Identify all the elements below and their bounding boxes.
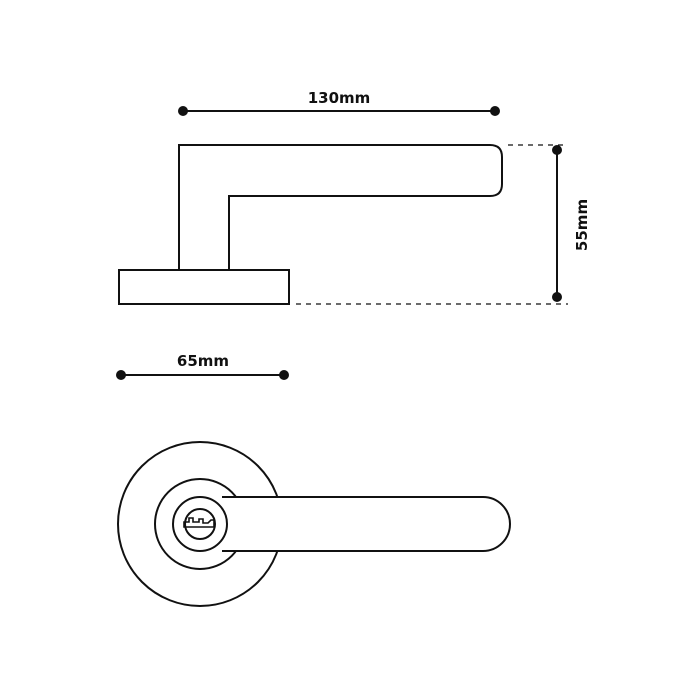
key-cylinder [184, 508, 216, 540]
rose-diameter-label: 65mm [177, 352, 229, 370]
length-dimension-endpoint-right [490, 106, 500, 116]
length-dimension-label: 130mm [308, 89, 371, 107]
height-dimension-label: 55mm [573, 199, 591, 251]
rose-diameter-endpoint-right [279, 370, 289, 380]
height-dimension: 55mm [296, 144, 591, 305]
front-view [117, 441, 511, 607]
lever-side-profile [178, 144, 503, 270]
rose-diameter-endpoint-left [116, 370, 126, 380]
key-icon [183, 517, 215, 528]
height-dimension-endpoint-top [552, 145, 562, 155]
lever-hub [172, 496, 228, 552]
rose-diameter-dimension: 65mm [116, 352, 289, 380]
side-view [118, 144, 503, 305]
lever-front-profile [222, 496, 511, 552]
rose-base-side [118, 269, 290, 305]
length-dimension: 130mm [178, 89, 500, 116]
height-dimension-endpoint-bottom [552, 292, 562, 302]
length-dimension-endpoint-left [178, 106, 188, 116]
